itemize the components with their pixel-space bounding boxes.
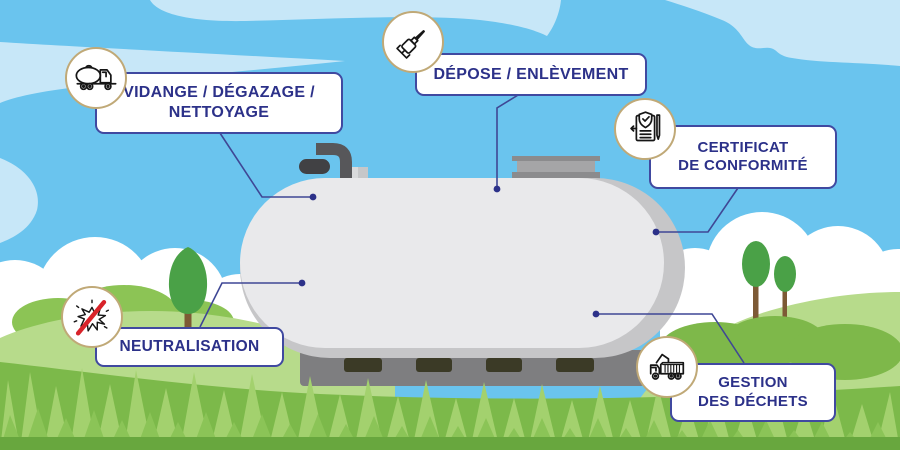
grass-foreground — [0, 362, 900, 450]
tree-left — [168, 247, 208, 335]
tank-feet — [344, 358, 594, 372]
callout-depose-line1: DÉPOSE / ENLÈVEMENT — [433, 65, 629, 83]
dump-truck-icon — [636, 336, 698, 398]
callout-vidange-line1: VIDANGE / DÉGAZAGE / — [123, 84, 315, 102]
callout-certificat-line1: CERTIFICAT — [697, 138, 789, 156]
callout-vidange-line2: NETTOYAGE — [168, 104, 270, 121]
callout-vidange: VIDANGE / DÉGAZAGE / NETTOYAGE — [95, 72, 343, 134]
tanker-truck-icon — [65, 47, 127, 109]
callout-gestion-line1: GESTION — [718, 374, 788, 392]
callout-gestion-line2: DES DÉCHETS — [698, 392, 808, 410]
storage-tank — [240, 178, 685, 358]
callout-neutralisation: NEUTRALISATION — [95, 327, 284, 367]
certificate-check-icon — [614, 98, 676, 160]
jackhammer-icon — [382, 11, 444, 73]
callout-certificat: CERTIFICAT DE CONFORMITÉ — [649, 125, 837, 189]
callout-certificat-line2: DE CONFORMITÉ — [678, 157, 808, 174]
no-explosion-icon — [61, 286, 123, 348]
callout-depose: DÉPOSE / ENLÈVEMENT — [415, 53, 647, 96]
trees-right — [742, 241, 796, 332]
callout-neutralisation-line1: NEUTRALISATION — [119, 337, 260, 355]
manhole-hatch — [512, 156, 600, 180]
